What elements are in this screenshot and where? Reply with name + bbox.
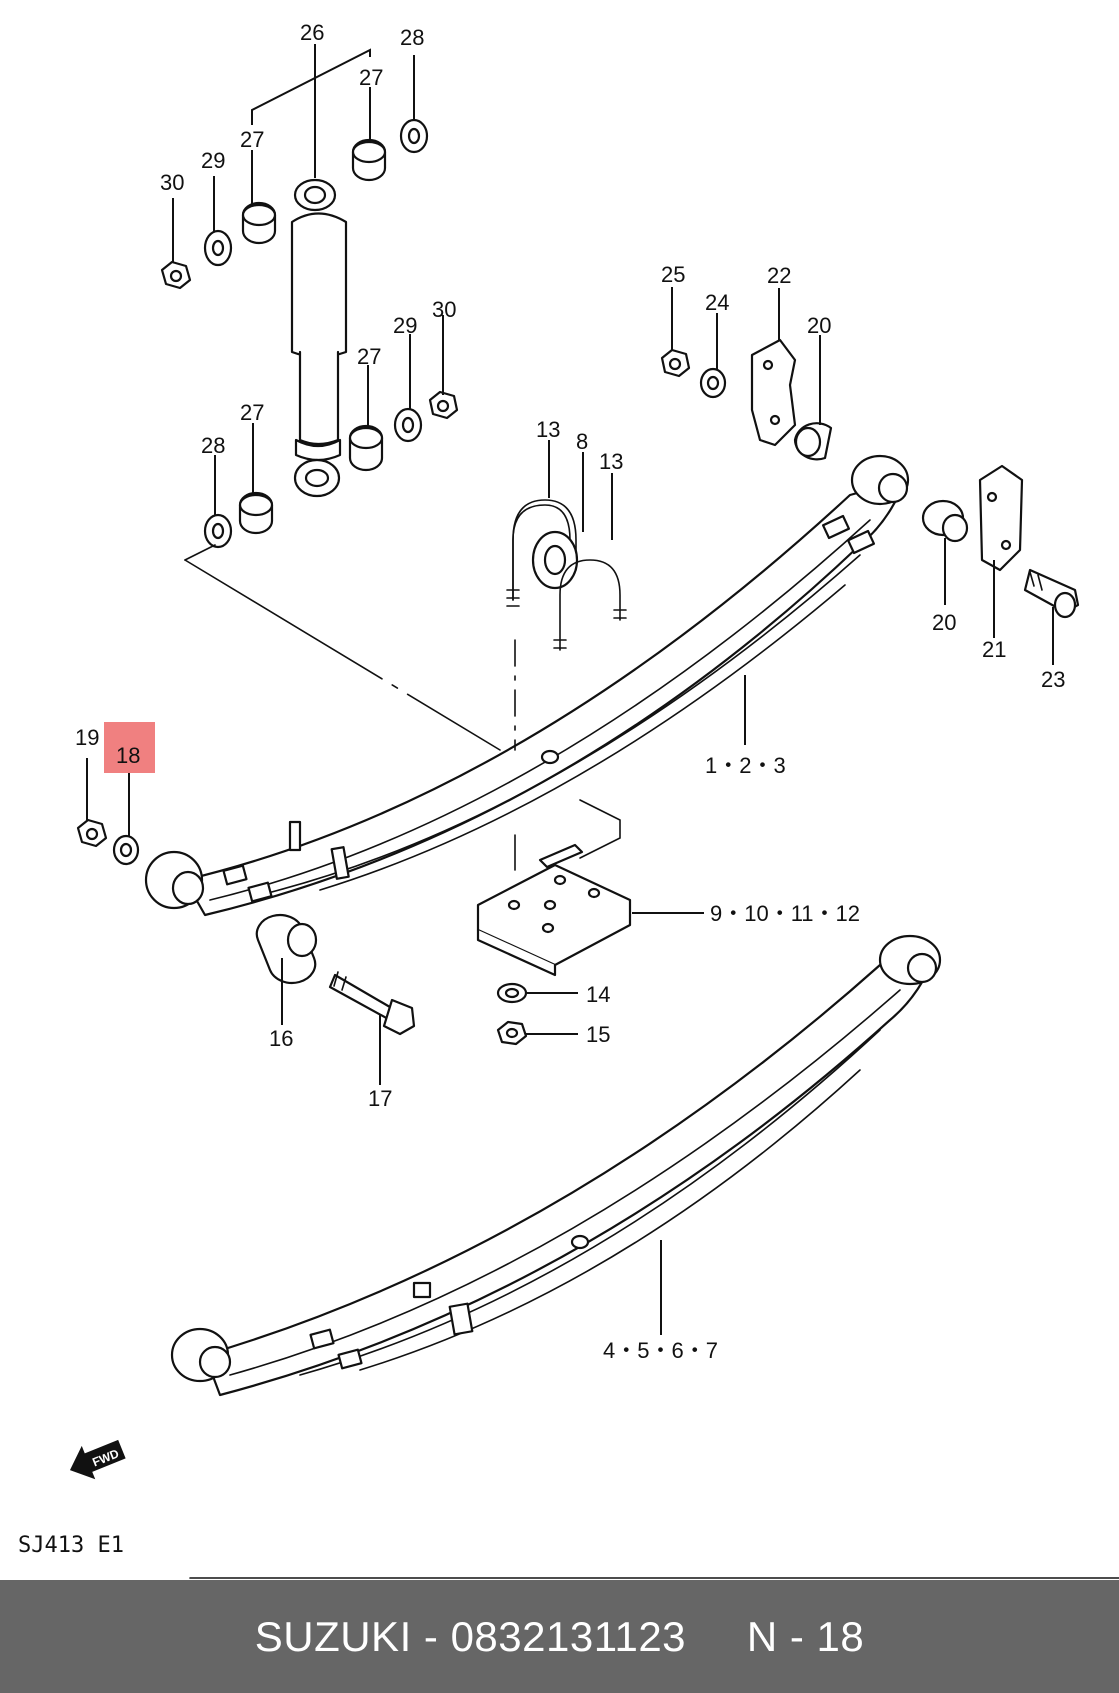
- shackle-bushing-20b[interactable]: [921, 499, 969, 543]
- brand-name: SUZUKI: [254, 1612, 412, 1660]
- shackle-bushing-20a[interactable]: [793, 422, 833, 461]
- shock-absorber[interactable]: [290, 178, 348, 498]
- washer-29a[interactable]: [203, 229, 233, 267]
- callout-13a[interactable]: 13: [536, 417, 560, 442]
- callout-18-highlight: [104, 722, 155, 773]
- callout-27d[interactable]: 27: [240, 400, 264, 425]
- nut-25[interactable]: [660, 348, 691, 378]
- washer-14[interactable]: [496, 982, 528, 1004]
- callout-29a[interactable]: 29: [201, 148, 225, 173]
- callout-19[interactable]: 19: [75, 725, 99, 750]
- model-code: SJ413 E1: [18, 1533, 124, 1558]
- callout-1-2-3[interactable]: 1・2・3: [705, 753, 786, 778]
- callout-21[interactable]: 21: [982, 637, 1006, 662]
- shackle-plate-22[interactable]: [750, 338, 797, 447]
- callout-26[interactable]: 26: [300, 20, 324, 45]
- nut-19[interactable]: [76, 818, 108, 848]
- nut-30b[interactable]: [428, 390, 459, 420]
- spring-seat-plate[interactable]: [476, 843, 632, 977]
- callout-14[interactable]: 14: [586, 982, 610, 1007]
- callout-29b[interactable]: 29: [393, 313, 417, 338]
- parts-diagram: 26 28 27 27 29 30 25 24 22 20 29 30 27 2…: [18, 20, 1119, 1579]
- bump-stop-8[interactable]: [531, 530, 579, 590]
- callout-16[interactable]: 16: [269, 1026, 293, 1051]
- callout-8[interactable]: 8: [576, 429, 588, 454]
- callout-27c[interactable]: 27: [357, 344, 381, 369]
- washer-28b[interactable]: [203, 513, 233, 549]
- part-info-bar: SUZUKI - 0832131123 N - 18: [0, 1580, 1119, 1693]
- rubber-bushing-27b[interactable]: [351, 138, 387, 182]
- assembly-lines: [184, 544, 621, 871]
- leaf-spring-rear[interactable]: [170, 934, 942, 1397]
- part-number: 0832131123: [450, 1612, 687, 1660]
- forward-arrow-icon: FWD: [69, 1439, 126, 1480]
- gap: [686, 1613, 747, 1661]
- shackle-plate-21[interactable]: [978, 464, 1024, 572]
- u-bolt-13a[interactable]: [506, 499, 577, 607]
- u-bolt-13b[interactable]: [553, 559, 627, 651]
- callout-13b[interactable]: 13: [599, 449, 623, 474]
- rubber-bushing-27a[interactable]: [241, 201, 277, 245]
- washer-24[interactable]: [699, 367, 727, 399]
- shackle-pin-23[interactable]: [1023, 568, 1080, 619]
- callout-20a[interactable]: 20: [807, 313, 831, 338]
- callouts: 26 28 27 27 29 30 25 24 22 20 29 30 27 2…: [75, 20, 1065, 1363]
- washer-18[interactable]: [112, 834, 140, 866]
- callout-17[interactable]: 17: [368, 1086, 392, 1111]
- callout-20b[interactable]: 20: [932, 610, 956, 635]
- leader-lines: [86, 44, 1054, 1335]
- nut-30a[interactable]: [160, 260, 192, 290]
- washer-28a[interactable]: [399, 118, 429, 154]
- callout-27b[interactable]: 27: [240, 127, 264, 152]
- nut-15[interactable]: [496, 1020, 528, 1046]
- callout-24[interactable]: 24: [705, 290, 729, 315]
- separator: -: [411, 1612, 451, 1660]
- callout-18[interactable]: 18: [116, 743, 140, 768]
- washer-29b[interactable]: [393, 407, 423, 443]
- callout-30b[interactable]: 30: [432, 297, 456, 322]
- position-label: N - 18: [746, 1612, 865, 1660]
- spring-bolt-17[interactable]: [328, 971, 416, 1036]
- leaf-spring-front[interactable]: [144, 454, 910, 917]
- callout-28a[interactable]: 28: [400, 25, 424, 50]
- callout-25[interactable]: 25: [661, 262, 685, 287]
- rubber-bushing-27c[interactable]: [348, 424, 384, 472]
- callout-30a[interactable]: 30: [160, 170, 184, 195]
- callout-23[interactable]: 23: [1041, 667, 1065, 692]
- callout-22[interactable]: 22: [767, 263, 791, 288]
- callout-9-10-11-12[interactable]: 9・10・11・12: [710, 901, 860, 926]
- callout-28b[interactable]: 28: [201, 433, 225, 458]
- callout-15[interactable]: 15: [586, 1022, 610, 1047]
- callout-4-5-6-7[interactable]: 4・5・6・7: [603, 1338, 718, 1363]
- spring-eye-bushing-16[interactable]: [255, 913, 318, 985]
- callout-27a[interactable]: 27: [359, 65, 383, 90]
- rubber-bushing-27d[interactable]: [238, 491, 274, 535]
